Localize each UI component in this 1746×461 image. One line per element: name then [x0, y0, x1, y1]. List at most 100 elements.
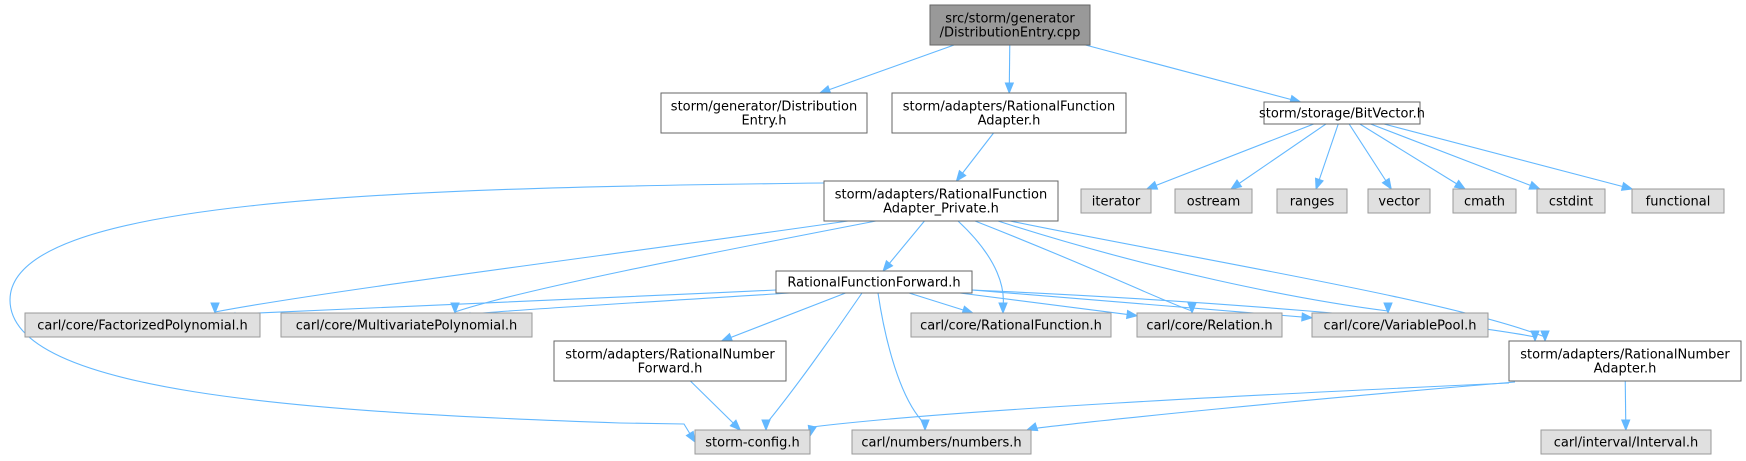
- edges-layer: [9, 44, 1634, 444]
- edge-rf-adapter-priv-to-rf-forward: [882, 220, 925, 273]
- edge-rf-forward-to-relation: [959, 292, 1139, 320]
- edge-bitvector-to-functional: [1383, 123, 1634, 191]
- node-ranges: ranges: [1276, 188, 1348, 214]
- arrowhead-icon: [1383, 302, 1393, 315]
- node-interval: carl/interval/Interval.h: [1540, 429, 1712, 455]
- node-box: [694, 429, 811, 455]
- node-label: carl/interval/Interval.h: [1554, 436, 1699, 451]
- node-relation: carl/core/Relation.h: [1136, 312, 1283, 338]
- node-rf-adapter-priv[interactable]: storm/adapters/RationalFunctionAdapter_P…: [823, 180, 1059, 222]
- node-label: Adapter_Private.h: [883, 202, 999, 217]
- arrowhead-icon: [1004, 82, 1015, 95]
- edge-rf-adapter-priv-to-var-pool: [997, 220, 1393, 315]
- edge-bitvector-to-cmath: [1359, 123, 1467, 190]
- node-label: storm/storage/BitVector.h: [1259, 107, 1425, 122]
- arrowhead-icon: [450, 302, 460, 315]
- arrowhead-icon: [1229, 179, 1243, 190]
- node-label: carl/core/MultivariatePolynomial.h: [296, 319, 518, 334]
- node-label: carl/core/RationalFunction.h: [920, 319, 1102, 334]
- edge-rn-forward-to-storm-config: [689, 380, 742, 431]
- node-box: [1136, 312, 1283, 338]
- node-label: carl/core/FactorizedPolynomial.h: [37, 319, 248, 334]
- edge-bitvector-to-ranges: [1314, 123, 1339, 191]
- arrowhead-icon: [920, 419, 930, 432]
- node-box: [1174, 188, 1253, 214]
- edge-rf-adapter-priv-to-fact-poly: [210, 220, 849, 315]
- node-label: carl/core/Relation.h: [1146, 319, 1272, 334]
- node-label: ostream: [1187, 195, 1241, 210]
- edge-rf-forward-to-rat-func: [908, 292, 975, 315]
- node-label: vector: [1378, 195, 1420, 210]
- arrowhead-icon: [1620, 181, 1634, 191]
- edge-rn-adapter-to-interval: [1620, 380, 1631, 432]
- edge-bitvector-to-cstdint: [1370, 123, 1542, 190]
- node-cmath: cmath: [1452, 188, 1517, 214]
- node-label: storm/adapters/RationalNumber: [565, 348, 775, 363]
- arrowhead-icon: [210, 302, 220, 315]
- node-iterator: iterator: [1080, 188, 1152, 214]
- edge-rf-forward-to-rn-adapter: [971, 289, 1540, 343]
- edge-rf-adapter-priv-to-multi-poly: [450, 220, 877, 315]
- arrowhead-icon: [1620, 419, 1631, 432]
- node-label: Forward.h: [638, 362, 703, 377]
- node-box: [553, 340, 787, 382]
- node-label: iterator: [1092, 195, 1141, 210]
- node-label: carl/core/VariablePool.h: [1324, 319, 1477, 334]
- edge-bitvector-to-iterator: [1145, 123, 1314, 190]
- node-vector: vector: [1367, 188, 1431, 214]
- arrowhead-icon: [1528, 180, 1542, 190]
- node-label: Entry.h: [741, 114, 786, 129]
- node-label: storm/adapters/RationalFunction: [835, 188, 1048, 203]
- node-root[interactable]: src/storm/generator/DistributionEntry.cp…: [929, 4, 1091, 46]
- node-numbers: carl/numbers/numbers.h: [851, 429, 1032, 455]
- arrowhead-icon: [818, 85, 832, 94]
- node-storm-config: storm-config.h: [694, 429, 811, 455]
- node-var-pool: carl/core/VariablePool.h: [1311, 312, 1489, 338]
- arrowhead-icon: [882, 259, 894, 273]
- edge-rf-forward-to-numbers: [877, 292, 930, 432]
- node-label: cmath: [1464, 195, 1505, 210]
- arrowhead-icon: [1125, 309, 1139, 320]
- node-box: [1080, 188, 1152, 214]
- node-dist-entry-h[interactable]: storm/generator/DistributionEntry.h: [660, 92, 868, 134]
- node-rat-func: carl/core/RationalFunction.h: [910, 312, 1112, 338]
- arrowhead-icon: [955, 169, 967, 183]
- arrowhead-icon: [998, 302, 1008, 315]
- node-box: [280, 312, 533, 338]
- edge-rf-adapter-priv-to-rn-adapter: [1009, 220, 1550, 343]
- edge-rf-adapter-priv-to-storm-config: [9, 182, 825, 444]
- node-box: [910, 312, 1112, 338]
- node-box: [891, 92, 1127, 134]
- arrowhead-icon: [1453, 179, 1467, 190]
- arrowhead-icon: [1301, 312, 1314, 322]
- arrowhead-icon: [720, 332, 734, 342]
- edge-root-to-dist-entry-h: [818, 44, 955, 94]
- node-bitvector[interactable]: storm/storage/BitVector.h: [1259, 101, 1425, 125]
- edge-rf-adapter-to-rf-adapter-priv: [955, 132, 994, 183]
- node-label: RationalFunctionForward.h: [787, 276, 960, 291]
- node-box: [1536, 188, 1606, 214]
- arrowhead-icon: [1530, 330, 1540, 343]
- arrowhead-icon: [1025, 422, 1039, 432]
- node-box: [851, 429, 1032, 455]
- node-box: [1540, 429, 1712, 455]
- node-multi-poly: carl/core/MultivariatePolynomial.h: [280, 312, 533, 338]
- node-rf-forward[interactable]: RationalFunctionForward.h: [775, 270, 973, 294]
- arrowhead-icon: [761, 419, 771, 432]
- node-label: Adapter.h: [1594, 362, 1657, 377]
- node-box: [1276, 188, 1348, 214]
- node-label: ranges: [1290, 195, 1335, 210]
- node-box: [1367, 188, 1431, 214]
- arrowhead-icon: [685, 430, 696, 444]
- edge-rf-adapter-priv-to-rat-func: [957, 220, 1008, 315]
- node-box: [1311, 312, 1489, 338]
- node-label: storm/adapters/RationalFunction: [903, 100, 1116, 115]
- node-label: functional: [1646, 195, 1711, 210]
- node-functional: functional: [1631, 188, 1725, 214]
- node-fact-poly: carl/core/FactorizedPolynomial.h: [24, 312, 261, 338]
- node-label: storm/adapters/RationalNumber: [1520, 348, 1730, 363]
